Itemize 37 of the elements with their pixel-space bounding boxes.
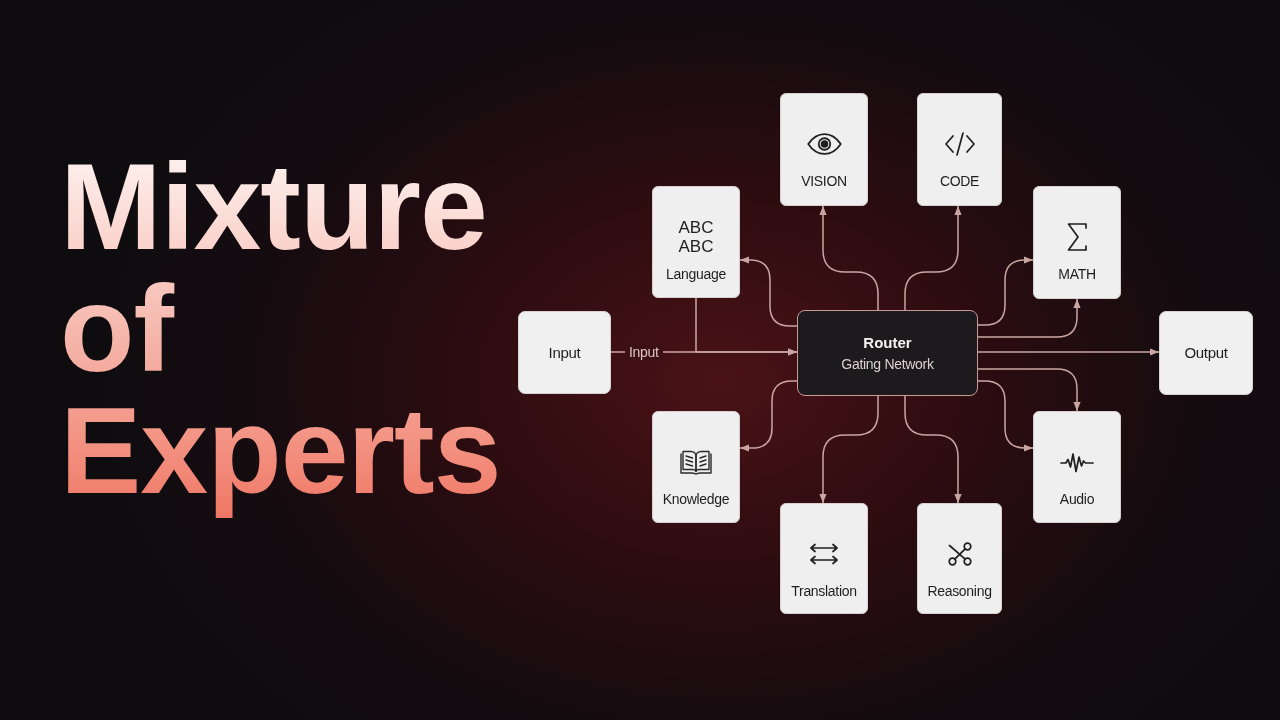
arrow [739,380,798,452]
expert-card [652,411,740,523]
arrow [695,297,798,356]
expert-card [1033,411,1121,523]
card-label: MATH [1058,266,1096,282]
sample-text: ABC ABC [677,218,715,256]
arrow [977,298,1081,338]
io-card [518,311,611,394]
card-label: VISION [801,173,847,189]
io-card [1159,311,1253,395]
arrow [819,395,879,504]
expert-card [780,93,868,206]
arrow [904,205,962,311]
card-label: Reasoning [927,583,992,599]
card-label: Language [666,266,726,282]
arrow [739,256,798,327]
card-label: CODE [939,173,980,189]
arrow [819,205,879,311]
card-label: Output [1184,344,1228,362]
expert-card [917,503,1002,614]
arrow [904,395,962,504]
arrow [977,256,1034,326]
router-subtitle: Gating Network [841,354,934,373]
expert-card [1033,186,1121,299]
expert-card [652,186,740,298]
expert-card [780,503,868,614]
card-label: Audio [1059,491,1095,507]
card-label: Translation [791,583,857,599]
card-label: Input [548,343,581,362]
card-label: Knowledge [662,491,730,507]
edge-label: Input [625,343,663,361]
expert-card [917,93,1002,206]
arrow [977,380,1034,452]
arrow [977,348,1160,356]
router-box [797,310,978,396]
router-title: Router [863,333,912,352]
arrow [977,368,1081,412]
